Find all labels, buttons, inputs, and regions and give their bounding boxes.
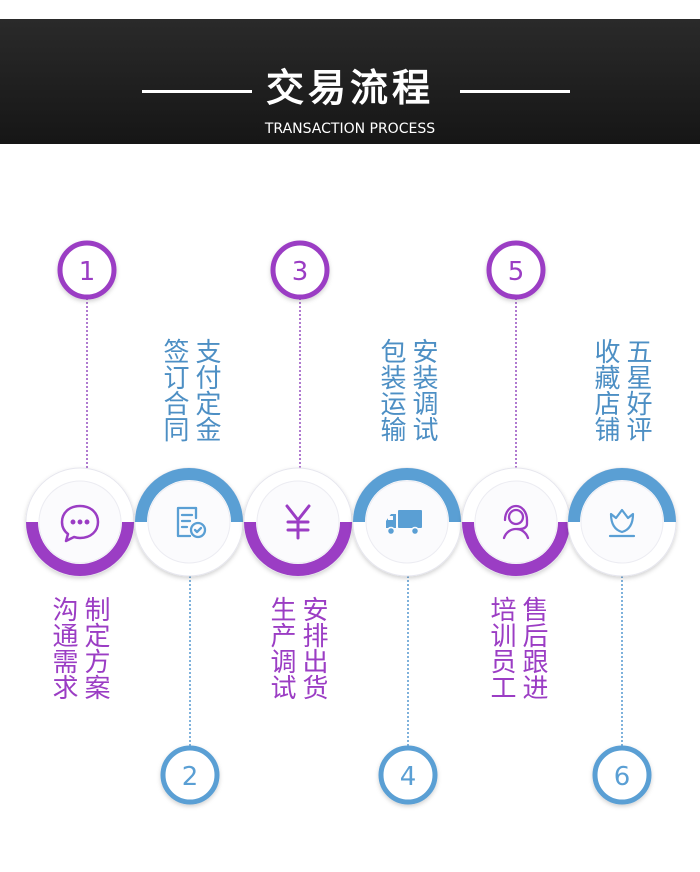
- page-subtitle: TRANSACTION PROCESS: [264, 121, 436, 137]
- step-6-circle: [567, 467, 677, 577]
- step-2-text-col1: 支付定金: [191, 338, 221, 442]
- contract-check-icon: [176, 506, 207, 539]
- chat-bubble-icon: [60, 504, 100, 543]
- svg-text:4: 4: [400, 762, 417, 792]
- step-4-text-col2: 包装运输: [376, 338, 406, 442]
- step-4-text-col1: 安装调试: [408, 338, 438, 442]
- yen-icon: [285, 504, 311, 540]
- delivery-truck-icon: [386, 510, 422, 536]
- svg-text:6: 6: [614, 762, 631, 792]
- step-6-text-col2: 收藏店铺: [590, 338, 620, 442]
- step-4-number: 4: [378, 745, 438, 805]
- step-6-number: 6: [592, 745, 652, 805]
- step-3-text-col1: 安排出货: [298, 596, 328, 700]
- step-6-text-col1: 五星好评: [622, 338, 652, 442]
- step-1-text-col1: 制定方案: [80, 596, 110, 700]
- svg-text:5: 5: [508, 257, 525, 287]
- page-title: 交易流程: [265, 66, 434, 110]
- step-1-number: 1: [57, 240, 117, 300]
- step-3-number: 3: [270, 240, 330, 300]
- step-5-text-col1: 售后跟进: [518, 596, 548, 700]
- step-2-text-col2: 签订合同: [159, 338, 189, 442]
- svg-text:3: 3: [292, 257, 309, 287]
- title-bar-right: [460, 90, 570, 93]
- step-2-number: 2: [160, 745, 220, 805]
- step-3-text-col2: 生产调试: [266, 596, 296, 700]
- step-5-text-col2: 培训员工: [486, 596, 516, 700]
- header-banner: 交易流程 TRANSACTION PROCESS: [0, 19, 700, 144]
- step-1-text-col2: 沟通需求: [48, 596, 78, 700]
- step-5-circle: [461, 467, 571, 577]
- svg-text:2: 2: [182, 762, 199, 792]
- step-5-number: 5: [486, 240, 546, 300]
- lotus-icon: [608, 508, 636, 538]
- svg-text:1: 1: [79, 257, 96, 287]
- customer-service-icon: [502, 504, 530, 540]
- title-bar-left: [142, 90, 252, 93]
